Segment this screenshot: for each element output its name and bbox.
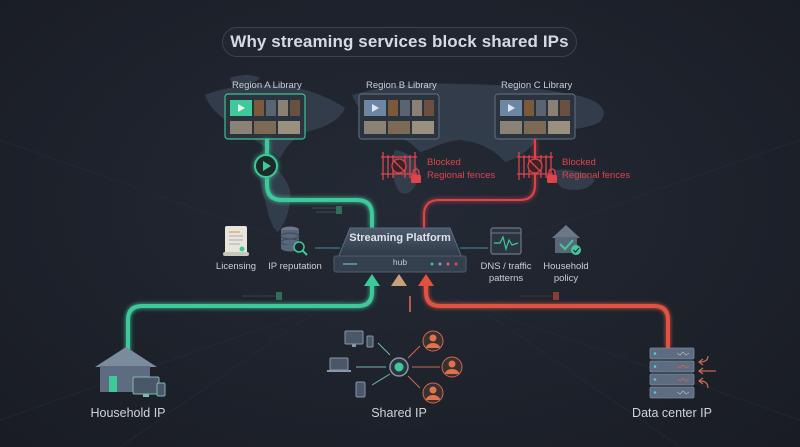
shared-arrowhead <box>391 274 407 286</box>
library-panel-region-a[interactable] <box>224 93 306 140</box>
library-label-region-a: Region A Library <box>232 80 302 91</box>
datacenter-arrowhead <box>418 274 434 286</box>
house-icon <box>95 347 166 397</box>
play-icon <box>372 104 379 112</box>
ip-reputation-icon <box>280 226 308 256</box>
tablet-icon <box>355 381 366 398</box>
factor-label-licensing: Licensing <box>215 261 257 272</box>
streaming-platform-hub[interactable] <box>333 227 467 273</box>
play-badge-icon <box>254 154 278 178</box>
lock-icon-region-b <box>411 168 421 183</box>
household-path <box>126 282 374 355</box>
speed-streaks-bottom <box>242 292 559 300</box>
blocked-subtitle: Regional fences <box>562 170 631 181</box>
shared-ip-node <box>389 357 409 377</box>
blocked-label-region-c: Blocked Regional fences <box>562 156 630 182</box>
factor-label-household-policy: Household policy <box>543 261 589 284</box>
allowed-path-region-a <box>265 139 374 228</box>
library-label-region-b: Region B Library <box>366 80 437 91</box>
play-icon <box>508 104 515 112</box>
source-label-shared: Shared IP <box>371 406 427 420</box>
monitor-icon <box>344 330 364 345</box>
dns-traffic-monitor-icon <box>490 227 522 255</box>
speed-streak <box>312 206 342 214</box>
lock-icon-region-c <box>547 168 557 183</box>
licensing-icon <box>223 226 249 256</box>
phone-icon <box>366 335 374 348</box>
fence-icon-region-c <box>517 152 553 180</box>
hub-title: Streaming Platform <box>349 232 451 244</box>
user-avatar-icon <box>422 382 444 404</box>
fence-icon-region-b <box>381 152 417 180</box>
laptop-icon <box>329 357 349 371</box>
factor-label-ip-reputation: IP reputation <box>268 261 322 272</box>
source-label-datacenter: Data center IP <box>632 406 712 420</box>
blocked-path-region-c <box>423 139 536 228</box>
library-label-region-c: Region C Library <box>501 80 573 91</box>
hub-subtitle: hub <box>392 257 408 267</box>
source-label-household: Household IP <box>90 406 166 420</box>
shared-ip-users <box>407 330 463 404</box>
play-icon <box>238 104 245 112</box>
blocked-subtitle: Regional fences <box>427 170 496 181</box>
shared-ip-devices <box>327 330 391 398</box>
library-panel-region-b[interactable] <box>358 93 440 140</box>
library-panel-region-c[interactable] <box>494 93 576 140</box>
user-avatar-icon <box>441 356 463 378</box>
blocked-title: Blocked <box>562 157 596 168</box>
blocked-title: Blocked <box>427 157 461 168</box>
factor-label-dns-traffic: DNS / traffic patterns <box>480 261 532 284</box>
datacenter-path <box>424 282 670 348</box>
server-rack-icon <box>649 347 695 399</box>
household-policy-icon <box>552 225 581 255</box>
blocked-label-region-b: Blocked Regional fences <box>427 156 495 182</box>
page-title: Why streaming services block shared IPs <box>222 27 577 57</box>
user-avatar-icon <box>422 330 444 352</box>
incoming-traffic-arrows <box>698 355 716 389</box>
household-arrowhead <box>364 274 380 286</box>
